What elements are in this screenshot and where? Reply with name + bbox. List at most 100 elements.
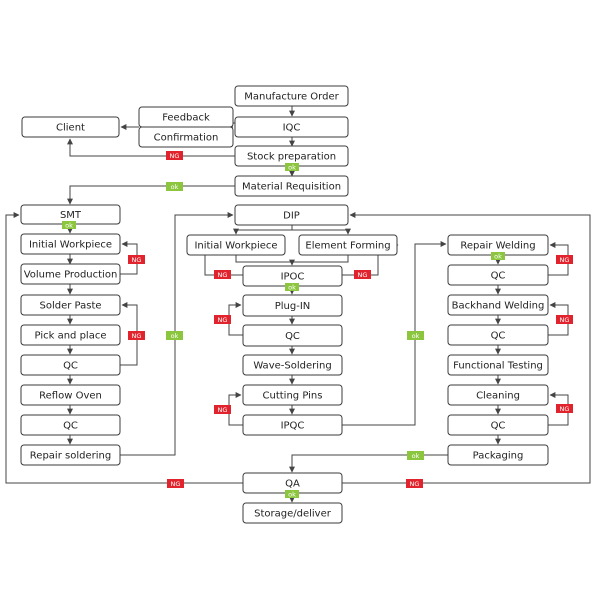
connector-packaging-ok-qa [289,454,448,473]
ok-tag-label: ok [494,253,502,261]
connector-qa-ng-smt [5,212,243,484]
node-smt-qc-2: QC [20,414,121,436]
ng-tag-label: NG [171,480,181,488]
node-client: Client [21,116,120,138]
node-label: IPQC [281,421,305,432]
ng-tag-label: NG [218,271,228,279]
node-label: QC [491,421,506,432]
nodes: Manufacture Order Feedback Confirmation … [20,85,549,524]
node-label: Element Forming [305,241,390,252]
ng-tag-label: NG [358,271,368,279]
ng-tag-label: NG [218,406,228,414]
node-label: Cleaning [476,391,520,402]
node-label: Client [56,123,85,134]
ok-tag-repair: ok [166,331,183,340]
connector-dip-ng-loop-2 [228,392,243,426]
connector-material-smt [67,185,235,205]
node-backhand-welding: Backhand Welding [447,294,549,316]
node-label: QC [63,421,78,432]
ok-tag-stock: ok [285,163,299,172]
connector-dip-forming [292,228,351,235]
ng-tag-stock: NG [166,151,183,160]
ok-tag-material: ok [166,182,183,191]
node-label: QC [63,361,78,372]
ng-tag-right-2: NG [556,315,573,324]
node-storage-deliver: Storage/deliver [242,502,343,524]
ok-tag-label: ok [171,183,179,191]
node-label: Stock preparation [247,152,336,163]
ng-tag-label: NG [132,332,142,340]
ok-tag-ipqc: ok [407,331,424,340]
ng-tag-ipoc-right: NG [354,270,371,279]
node-smt-initial-workpiece: Initial Workpiece [20,233,121,255]
ok-tag-label: ok [412,452,420,460]
node-material-requisition: Material Requisition [234,175,349,197]
node-label: Material Requisition [242,182,341,193]
node-label: Plug-IN [275,301,311,312]
node-label: IPOC [281,272,305,283]
node-iqc: IQC [234,116,349,138]
node-label: QC [285,331,300,342]
ng-tag-label: NG [560,405,570,413]
node-solder-paste: Solder Paste [20,294,121,316]
ok-tag-repair-welding: ok [491,252,505,261]
node-cleaning-qc: QC [447,414,549,436]
node-label: Packaging [473,451,524,462]
node-label: Solder Paste [39,301,101,312]
node-volume-production: Volume Production [20,263,121,285]
node-label: Pick and place [35,331,107,342]
ng-tag-smt-1: NG [128,255,145,264]
node-stock-preparation: Stock preparation [234,145,349,167]
node-label: Feedback [162,113,210,124]
connector-dip-initial [233,225,293,235]
node-label: Repair soldering [30,451,111,462]
ng-tag-label: NG [218,316,228,324]
node-wave-soldering: Wave-Soldering [242,354,343,376]
node-label: QC [491,271,506,282]
node-label: Wave-Soldering [253,361,331,372]
node-label: Manufacture Order [244,92,339,103]
node-repair-welding-qc: QC [447,264,549,286]
ng-tag-label: NG [560,316,570,324]
node-label: IQC [283,123,301,134]
node-label: Storage/deliver [254,509,332,520]
node-manufacture-order: Manufacture Order [234,85,349,107]
ng-tag-label: NG [132,256,142,264]
node-confirmation: Confirmation [138,126,234,148]
ok-tag-ipoc: ok [285,283,299,292]
node-label: Functional Testing [453,361,543,372]
node-functional-testing: Functional Testing [447,354,549,376]
ng-tag-label: NG [170,152,180,160]
ng-tag-qa-right: NG [406,479,423,488]
ng-tag-label: NG [410,480,420,488]
node-dip-initial-workpiece: Initial Workpiece [186,234,286,256]
connector-qa-ng-dip [342,212,591,484]
node-cutting-pins: Cutting Pins [242,384,343,406]
node-smt-qc-1: QC [20,354,121,376]
node-dip-qc: QC [242,324,343,347]
ok-tag-label: ok [288,164,296,172]
node-label: Initial Workpiece [194,241,277,252]
node-label: Volume Production [24,270,118,281]
node-repair-soldering: Repair soldering [20,444,121,466]
node-cleaning: Cleaning [447,384,549,406]
ng-tag-label: NG [560,256,570,264]
node-label: Reflow Oven [39,391,102,402]
node-plug-in: Plug-IN [242,294,343,317]
ng-tag-smt-2: NG [128,331,145,340]
node-ipqc: IPQC [242,414,343,436]
node-element-forming: Element Forming [298,234,398,256]
ng-tag-right-3: NG [556,404,573,413]
node-label: Repair Welding [460,241,535,252]
node-label: Backhand Welding [452,301,545,312]
node-label: Confirmation [154,133,219,144]
ok-tag-label: ok [65,222,73,230]
ng-tag-qa-left: NG [167,479,184,488]
connector-dip-ng-loop-1 [228,302,243,336]
ng-tag-dip-1: NG [214,315,231,324]
node-pick-and-place: Pick and place [20,324,121,346]
ng-tag-ipoc-left: NG [214,270,231,279]
ok-tag-packaging: ok [407,451,424,460]
ok-tag-label: ok [171,332,179,340]
node-label: Initial Workpiece [29,240,112,251]
